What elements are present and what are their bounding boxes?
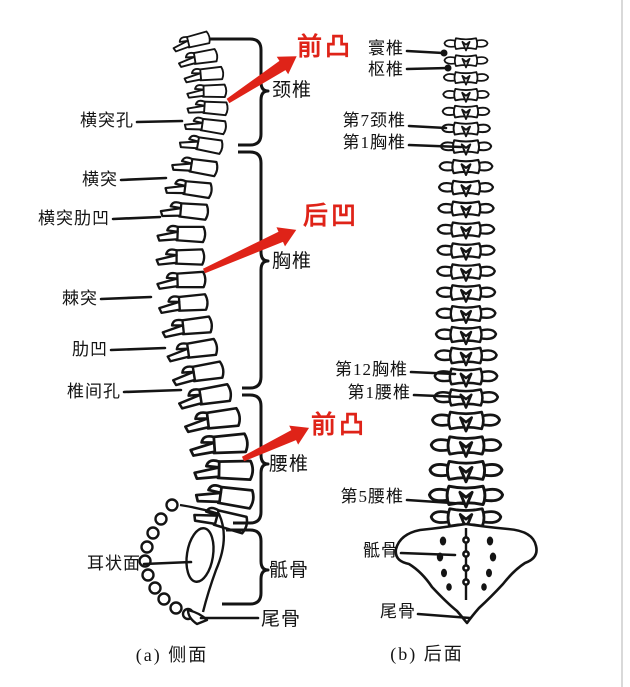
vertebra	[442, 71, 490, 86]
vertebra	[160, 315, 214, 339]
vertebra	[170, 154, 220, 178]
vertebra	[178, 132, 225, 156]
vertebra	[436, 221, 496, 240]
vertebra	[186, 83, 228, 99]
side-view-spine-drawing	[155, 30, 256, 536]
rear-view-leader-lines	[399, 49, 472, 620]
vertebra	[182, 65, 225, 84]
vertebra	[442, 88, 490, 103]
label-transverse-process: 横突	[82, 170, 118, 189]
label-lumbar-region: 腰椎	[269, 454, 310, 475]
vertebra	[437, 200, 495, 219]
vertebra	[431, 410, 501, 433]
vertebra	[163, 176, 214, 200]
vertebra	[436, 263, 496, 282]
vertebra	[443, 37, 489, 52]
vertebra	[432, 388, 500, 409]
auricular-surface-shape	[185, 527, 215, 583]
posterior-concave-arrow-thoracic	[202, 227, 297, 274]
label-t1-vertebra: 第1胸椎	[342, 133, 406, 152]
label-transverse-foramen: 横突孔	[80, 111, 134, 130]
sacral-foramina	[436, 536, 497, 591]
vertebra	[176, 47, 220, 69]
rear-view-spine-drawing	[427, 37, 505, 530]
label-atlas: 寰椎	[368, 39, 404, 58]
caption-side-view: (a) 侧面	[135, 645, 209, 665]
vertebra	[438, 158, 494, 176]
label-costal-fovea: 肋凹	[72, 340, 108, 359]
vertebra	[156, 224, 207, 244]
cervical-bracket	[210, 37, 270, 147]
vertebra	[436, 242, 496, 261]
vertebra	[155, 248, 206, 266]
vertebra	[186, 98, 229, 117]
anterior-convex-arrow-lumbar	[241, 425, 310, 462]
vertebra	[437, 179, 495, 198]
label-sacrum-rear: 骶骨	[363, 541, 399, 560]
vertebra	[441, 104, 491, 120]
vertebra	[433, 367, 499, 388]
vertebra	[435, 284, 497, 303]
label-sacrum-region: 骶骨	[269, 560, 310, 581]
label-auricular-surface: 耳状面	[87, 554, 141, 573]
side-view-sacrum-drawing	[138, 498, 225, 626]
region-brackets	[210, 37, 270, 606]
annotation-posterior-concave-thoracic: 后凹	[303, 203, 360, 230]
vertebra	[182, 406, 242, 434]
sacrum-bracket	[222, 528, 270, 606]
vertebra	[434, 325, 498, 346]
vertebra	[194, 481, 256, 511]
vertebra	[193, 458, 255, 482]
label-l1-vertebra: 第1腰椎	[347, 383, 411, 402]
label-t12-vertebra: 第12胸椎	[335, 360, 408, 379]
vertebra	[159, 199, 210, 222]
label-thoracic-region: 胸椎	[272, 251, 313, 272]
thoracic-bracket	[238, 150, 270, 390]
label-transverse-costal-fovea: 横突肋凹	[38, 209, 110, 228]
vertebra	[428, 459, 504, 484]
label-coccyx-region: 尾骨	[261, 609, 302, 630]
label-axis: 枢椎	[368, 60, 404, 79]
vertebra	[429, 435, 503, 458]
vertebra	[183, 114, 228, 136]
label-l5-vertebra: 第5腰椎	[340, 487, 404, 506]
label-intervertebral-foramen: 椎间孔	[67, 382, 121, 401]
vertebra	[443, 54, 489, 69]
rear-view-sacrum-drawing	[394, 522, 538, 625]
coccyx-side-shape	[186, 608, 209, 626]
vertebra	[170, 30, 212, 53]
vertebra	[165, 337, 220, 363]
label-spinous-process: 棘突	[62, 289, 98, 308]
annotation-anterior-convex-lumbar: 前凸	[311, 412, 368, 439]
vertebra	[157, 292, 210, 315]
caption-rear-view: (b) 后面	[390, 644, 464, 664]
label-c7-vertebra: 第7颈椎	[342, 111, 406, 130]
vertebra	[176, 382, 234, 410]
curvature-arrows	[202, 56, 310, 462]
label-cervical-region: 颈椎	[272, 80, 313, 101]
vertebra	[155, 270, 207, 290]
vertebra	[170, 360, 226, 387]
anterior-convex-arrow-cervical	[226, 56, 297, 104]
label-coccyx-rear: 尾骨	[380, 602, 416, 621]
side-view-leader-lines	[99, 119, 260, 620]
vertebra	[188, 432, 250, 458]
vertebra	[441, 121, 491, 138]
annotation-anterior-convex-cervical: 前凸	[297, 34, 354, 61]
vertebra	[434, 346, 498, 367]
vertebra	[435, 304, 497, 324]
page-frame-line	[621, 0, 623, 687]
lumbar-bracket	[233, 393, 270, 525]
